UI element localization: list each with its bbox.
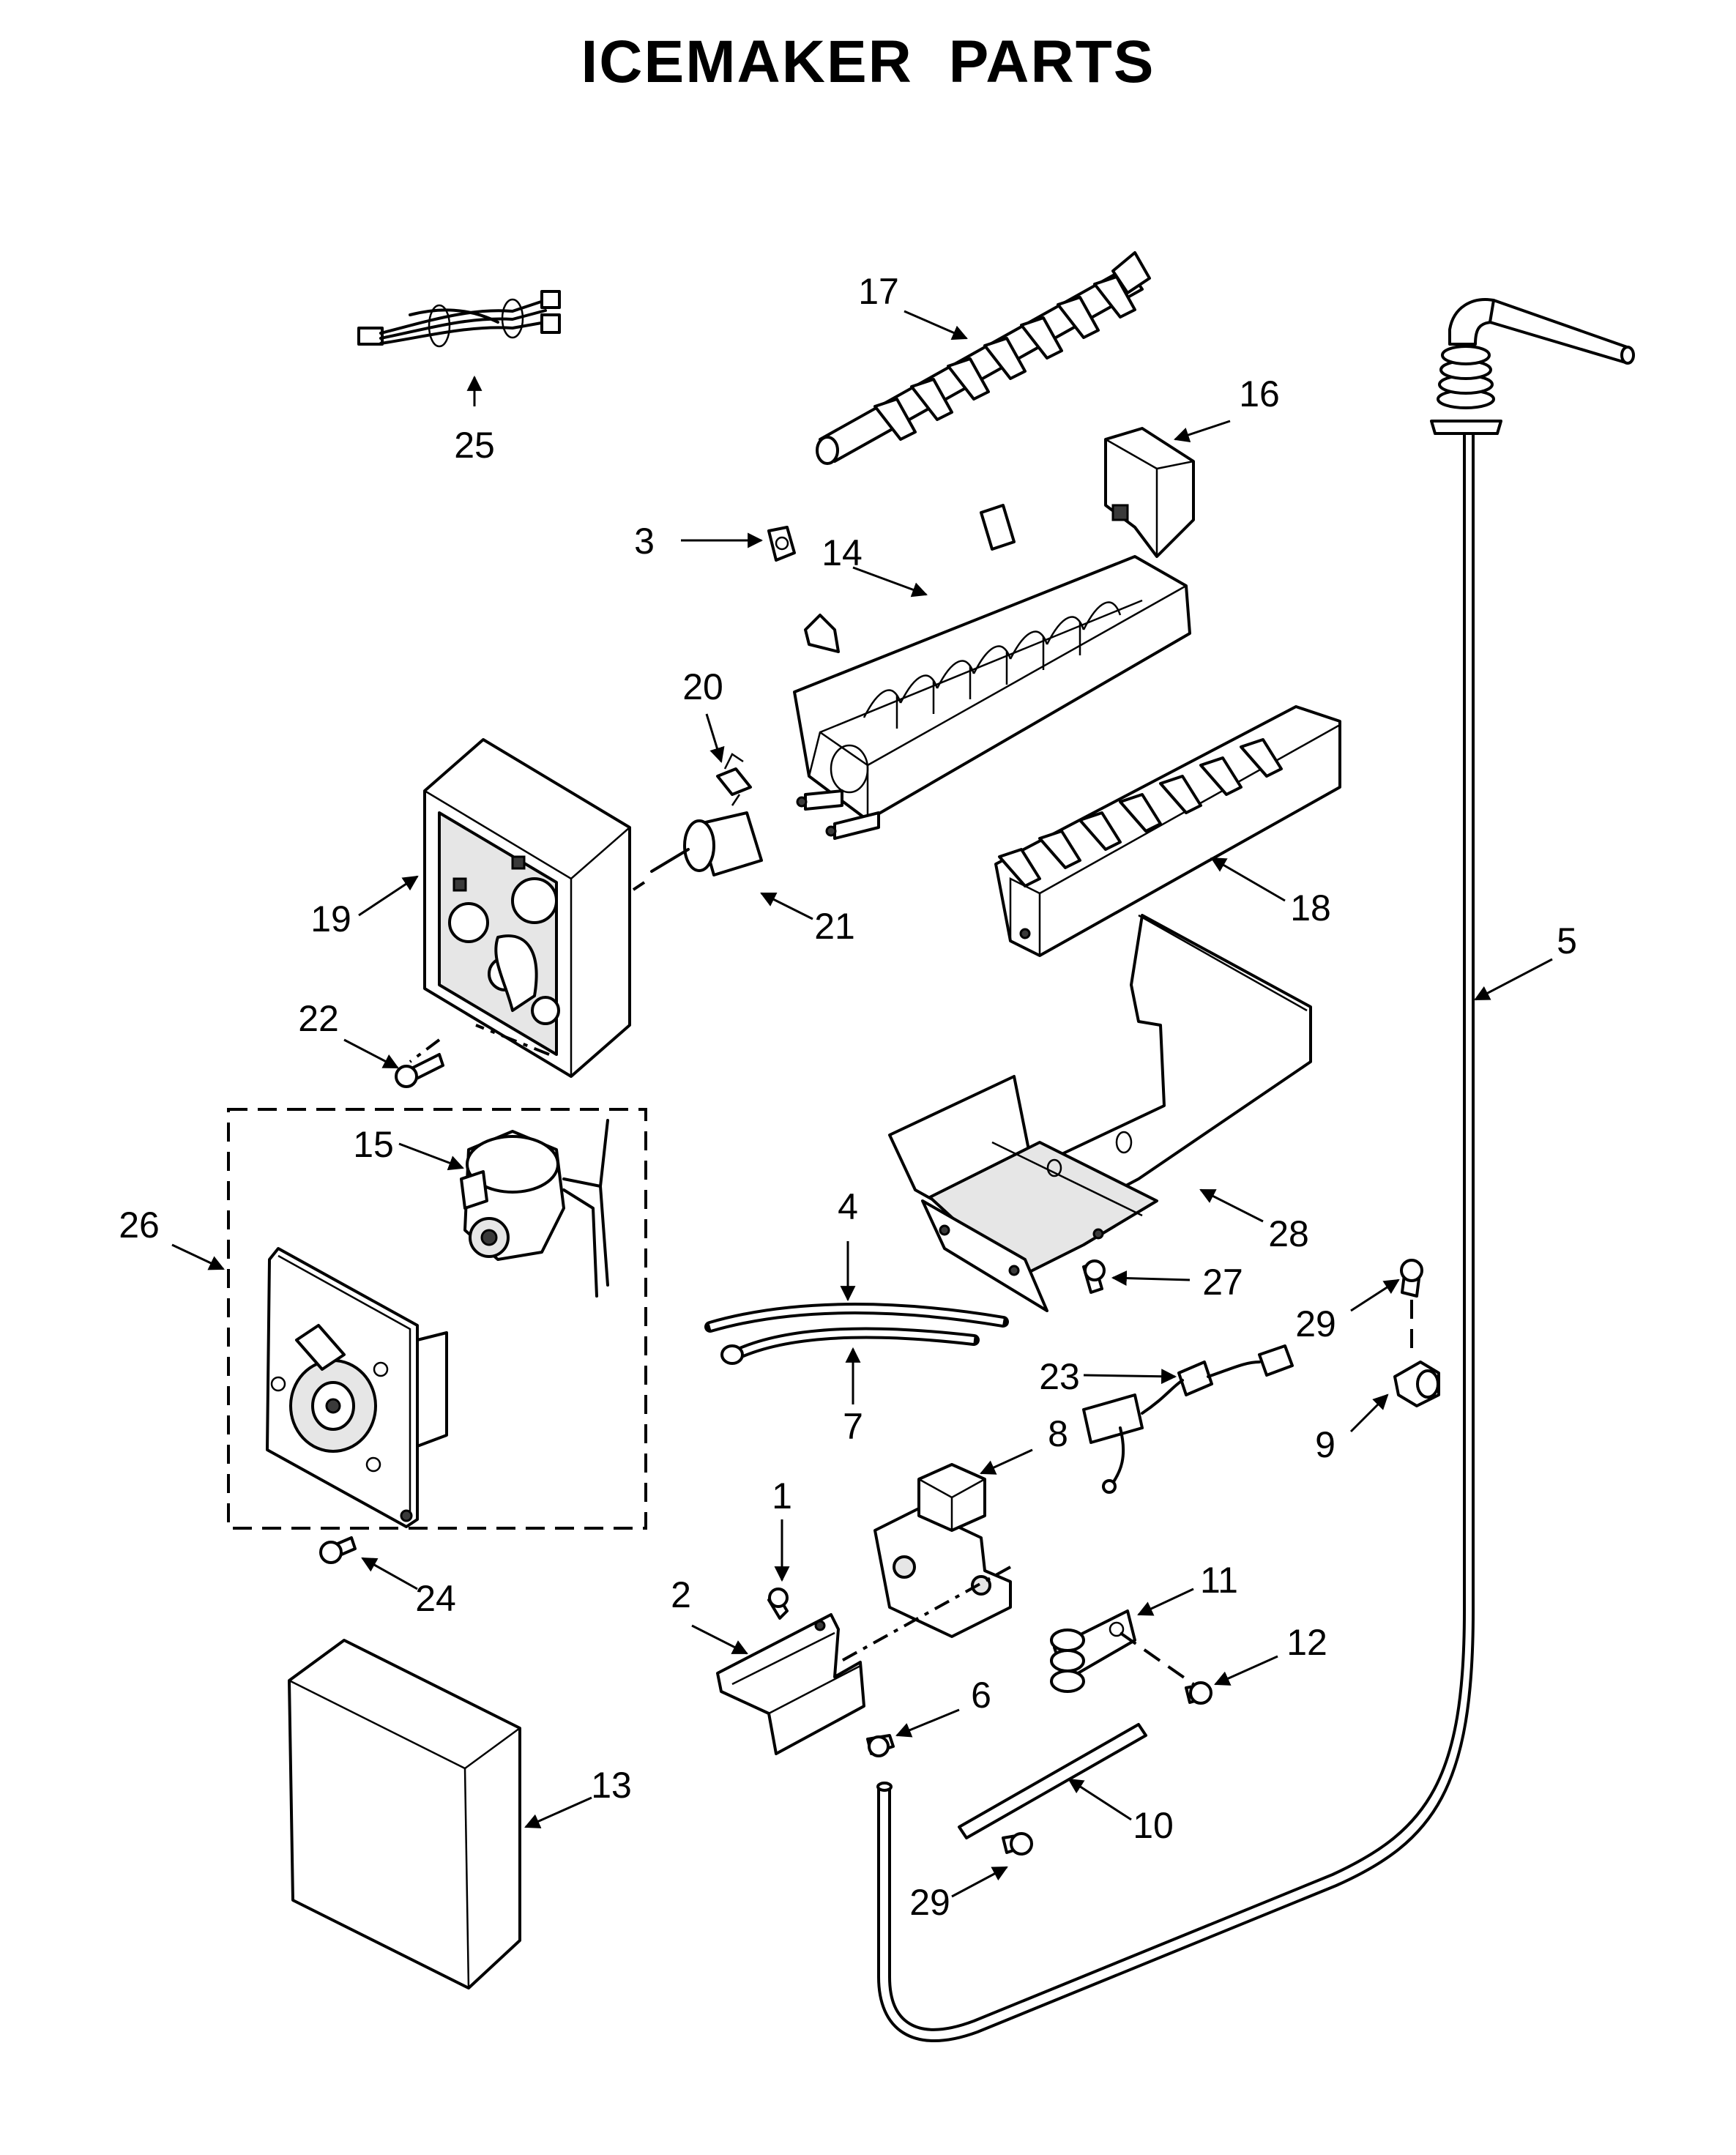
callout-8: 8 <box>1048 1413 1068 1454</box>
callout-18: 18 <box>1290 887 1331 928</box>
part-17-ejector[interactable] <box>816 251 1151 465</box>
part-23-harness[interactable] <box>1082 1344 1294 1494</box>
callout-23: 23 <box>1039 1356 1080 1397</box>
part-22-screw[interactable] <box>395 1053 444 1088</box>
part-6-screw[interactable] <box>866 1734 895 1757</box>
callout-5: 5 <box>1557 920 1577 961</box>
callout-2: 2 <box>671 1574 691 1615</box>
part-8-water-valve[interactable] <box>873 1463 1012 1638</box>
callout-25: 25 <box>454 425 495 466</box>
part-5-water-tube[interactable] <box>876 298 1635 2042</box>
part-4-fill-tube[interactable] <box>704 1303 1009 1333</box>
callout-13: 13 <box>591 1765 632 1806</box>
diagram-title: ICEMAKER PARTS <box>581 29 1155 95</box>
part-9-clamp[interactable] <box>1393 1361 1440 1407</box>
callout-14: 14 <box>822 532 863 573</box>
part-16-fill-cup[interactable] <box>1104 427 1195 558</box>
callout-27: 27 <box>1202 1262 1243 1303</box>
part-26-control-module[interactable] <box>266 1247 448 1528</box>
part-21-thermostat[interactable] <box>650 794 763 876</box>
part-18-stripper[interactable] <box>994 705 1341 957</box>
callout-9: 9 <box>1315 1424 1335 1465</box>
callout-1: 1 <box>772 1475 792 1516</box>
part-29-screw-lower[interactable] <box>1002 1832 1033 1856</box>
part-29-screw-upper[interactable] <box>1400 1259 1423 1298</box>
part-2-valve-bracket[interactable] <box>716 1613 865 1755</box>
callout-3: 3 <box>634 521 655 562</box>
part-20-retainer-clip[interactable] <box>716 753 752 796</box>
part-19-icemaker-housing[interactable] <box>423 738 631 1078</box>
part-15-motor[interactable] <box>460 1119 609 1298</box>
callout-7: 7 <box>843 1406 863 1447</box>
part-25-wire-harness[interactable] <box>357 290 561 348</box>
callout-16: 16 <box>1239 373 1280 414</box>
callout-11: 11 <box>1200 1560 1238 1601</box>
callout-10: 10 <box>1133 1805 1174 1846</box>
part-27-screw[interactable] <box>1082 1259 1106 1294</box>
part-14-ice-mold[interactable] <box>793 504 1191 840</box>
part-28-mounting-bracket[interactable] <box>888 914 1312 1312</box>
part-13-cover[interactable] <box>288 1639 521 1990</box>
callout-29-upper: 29 <box>1295 1303 1336 1344</box>
callout-4: 4 <box>838 1186 858 1227</box>
part-1-screw[interactable] <box>767 1588 789 1620</box>
part-26-kit-boundary[interactable] <box>227 1108 647 1530</box>
callout-12: 12 <box>1286 1622 1327 1663</box>
callout-29-lower: 29 <box>909 1882 950 1923</box>
callout-26: 26 <box>119 1205 160 1246</box>
callout-17: 17 <box>858 271 899 312</box>
callout-20: 20 <box>682 666 723 707</box>
callout-21: 21 <box>814 906 855 947</box>
callout-22: 22 <box>298 998 339 1039</box>
part-24-screw[interactable] <box>319 1536 357 1564</box>
callout-28: 28 <box>1268 1213 1309 1254</box>
callout-19: 19 <box>310 898 351 939</box>
part-10-tube-strip[interactable] <box>958 1723 1147 1839</box>
callout-6: 6 <box>971 1675 991 1716</box>
part-11-tube-clamp[interactable] <box>1050 1609 1136 1693</box>
part-3-clip[interactable] <box>767 526 796 562</box>
callout-24: 24 <box>415 1578 456 1619</box>
callout-15: 15 <box>353 1124 394 1165</box>
part-7-tube[interactable] <box>720 1327 980 1365</box>
part-12-screw[interactable] <box>1185 1681 1212 1705</box>
